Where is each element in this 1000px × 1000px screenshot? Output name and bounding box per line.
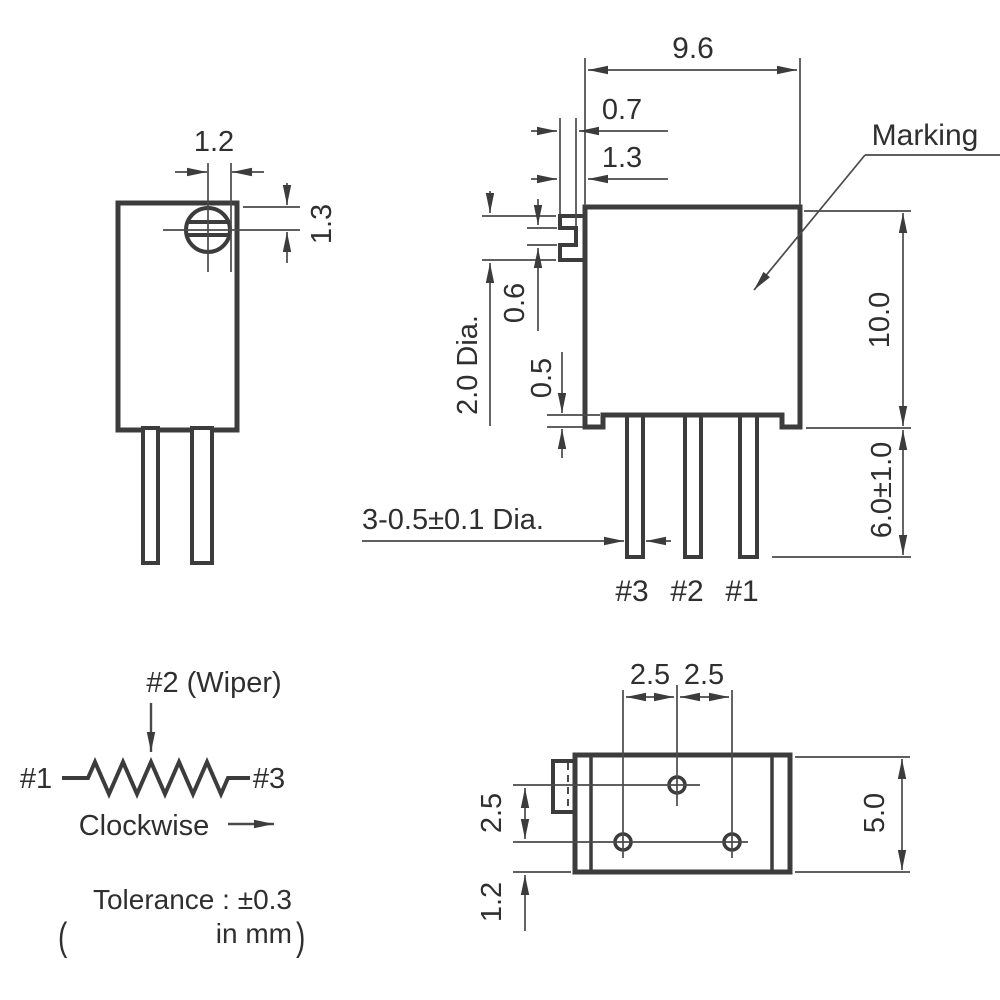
- dim-label-body-height: 10.0: [864, 292, 896, 348]
- front-view: 9.6 0.7 1.3 Marking 2.0 Dia. 0.6 0.5: [362, 32, 1000, 608]
- dim-label-edge-offset: 1.2: [476, 882, 508, 922]
- pin-label-3: #3: [615, 575, 648, 608]
- dim-label-lead-length: 6.0±1.0: [866, 442, 898, 539]
- note-close-paren: ): [296, 916, 305, 960]
- side-lead-left: [141, 426, 160, 565]
- dim-label-tab-width: 1.3: [602, 142, 642, 174]
- tolerance-note-line2: in mm: [216, 918, 292, 949]
- dim-label-screw-offset: 1.3: [306, 204, 338, 244]
- dim-label-slot-height: 0.6: [499, 283, 531, 323]
- bottom-body-outline: [572, 752, 793, 875]
- dim-label-row-pitch: 2.5: [476, 793, 508, 833]
- front-lead-1: [738, 411, 759, 559]
- side-view: 1.2 1.3: [115, 126, 338, 565]
- note-open-paren: (: [58, 916, 68, 960]
- dim-label-screw-dia: 2.0 Dia.: [452, 315, 484, 415]
- tolerance-note-line1: Tolerance : ±0.3: [93, 884, 292, 915]
- dim-label-pitch-right: 2.5: [684, 659, 724, 691]
- bottom-view: 2.5 2.5 2.5 1.2 5.0: [476, 659, 910, 931]
- marking-leader-arrow: [753, 154, 866, 291]
- schematic-pin-3: #3: [253, 763, 285, 795]
- pin-label-2: #2: [670, 575, 703, 608]
- dim-label-top-width: 9.6: [672, 32, 714, 65]
- clockwise-label: Clockwise: [79, 810, 210, 842]
- dim-label-pitch-left: 2.5: [630, 659, 670, 691]
- wiper-label: #2 (Wiper): [146, 667, 281, 699]
- schematic-symbol: #2 (Wiper) #1 #3 Clockwise ( Tolerance :…: [20, 667, 305, 959]
- front-lead-3: [625, 411, 645, 559]
- dim-label-lip: 0.7: [602, 94, 642, 126]
- dim-label-standoff: 0.5: [526, 358, 558, 398]
- dim-label-slot-width: 1.2: [194, 126, 234, 158]
- resistor-zigzag: [62, 757, 250, 799]
- front-lead-2: [683, 411, 703, 559]
- dim-label-depth: 5.0: [859, 793, 891, 833]
- lead-dia-note: 3-0.5±0.1 Dia.: [362, 504, 544, 536]
- pin-label-1: #1: [725, 575, 758, 608]
- side-lead-right: [190, 426, 214, 565]
- marking-label: Marking: [872, 119, 979, 152]
- schematic-pin-1: #1: [20, 763, 52, 795]
- front-body-outline: [582, 204, 803, 430]
- side-adjust-tab: [558, 214, 585, 262]
- bottom-tab: [551, 759, 577, 814]
